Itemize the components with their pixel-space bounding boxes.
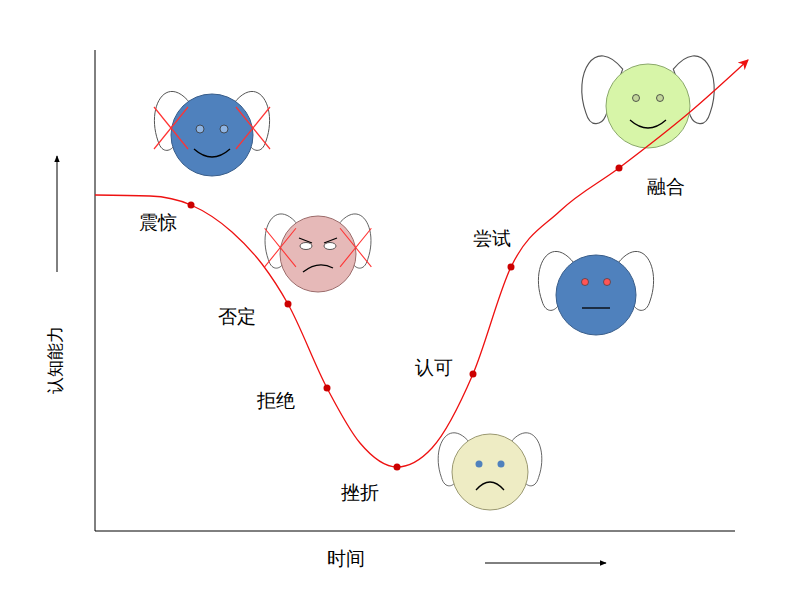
stage-dot [188, 202, 195, 209]
y-axis [95, 50, 96, 531]
axis-label: 认知能力 [45, 326, 65, 394]
stage-label: 震惊 [139, 211, 177, 234]
x-axis [95, 531, 735, 532]
stage-label: 认可 [415, 356, 453, 379]
stage-dot [324, 385, 331, 392]
shocked-face [154, 91, 270, 176]
stage-dot [285, 301, 292, 308]
cognition-curve [95, 60, 748, 467]
stage-label: 挫折 [341, 481, 379, 504]
stage-dot [394, 464, 401, 471]
stage-label: 否定 [218, 305, 256, 328]
stage-dot [508, 264, 515, 271]
stage-label: 尝试 [473, 227, 511, 250]
sad-face [438, 433, 542, 510]
stage-dot [616, 165, 623, 172]
stage-dot [470, 371, 477, 378]
stage-label: 拒绝 [257, 389, 295, 412]
angry-face [265, 214, 372, 292]
axis-label: 时间 [327, 547, 365, 570]
x-arrow [485, 563, 606, 564]
happy-face [582, 56, 714, 148]
neutral-face [538, 251, 653, 335]
stage-label: 融合 [647, 175, 685, 198]
y-arrow [57, 156, 58, 272]
